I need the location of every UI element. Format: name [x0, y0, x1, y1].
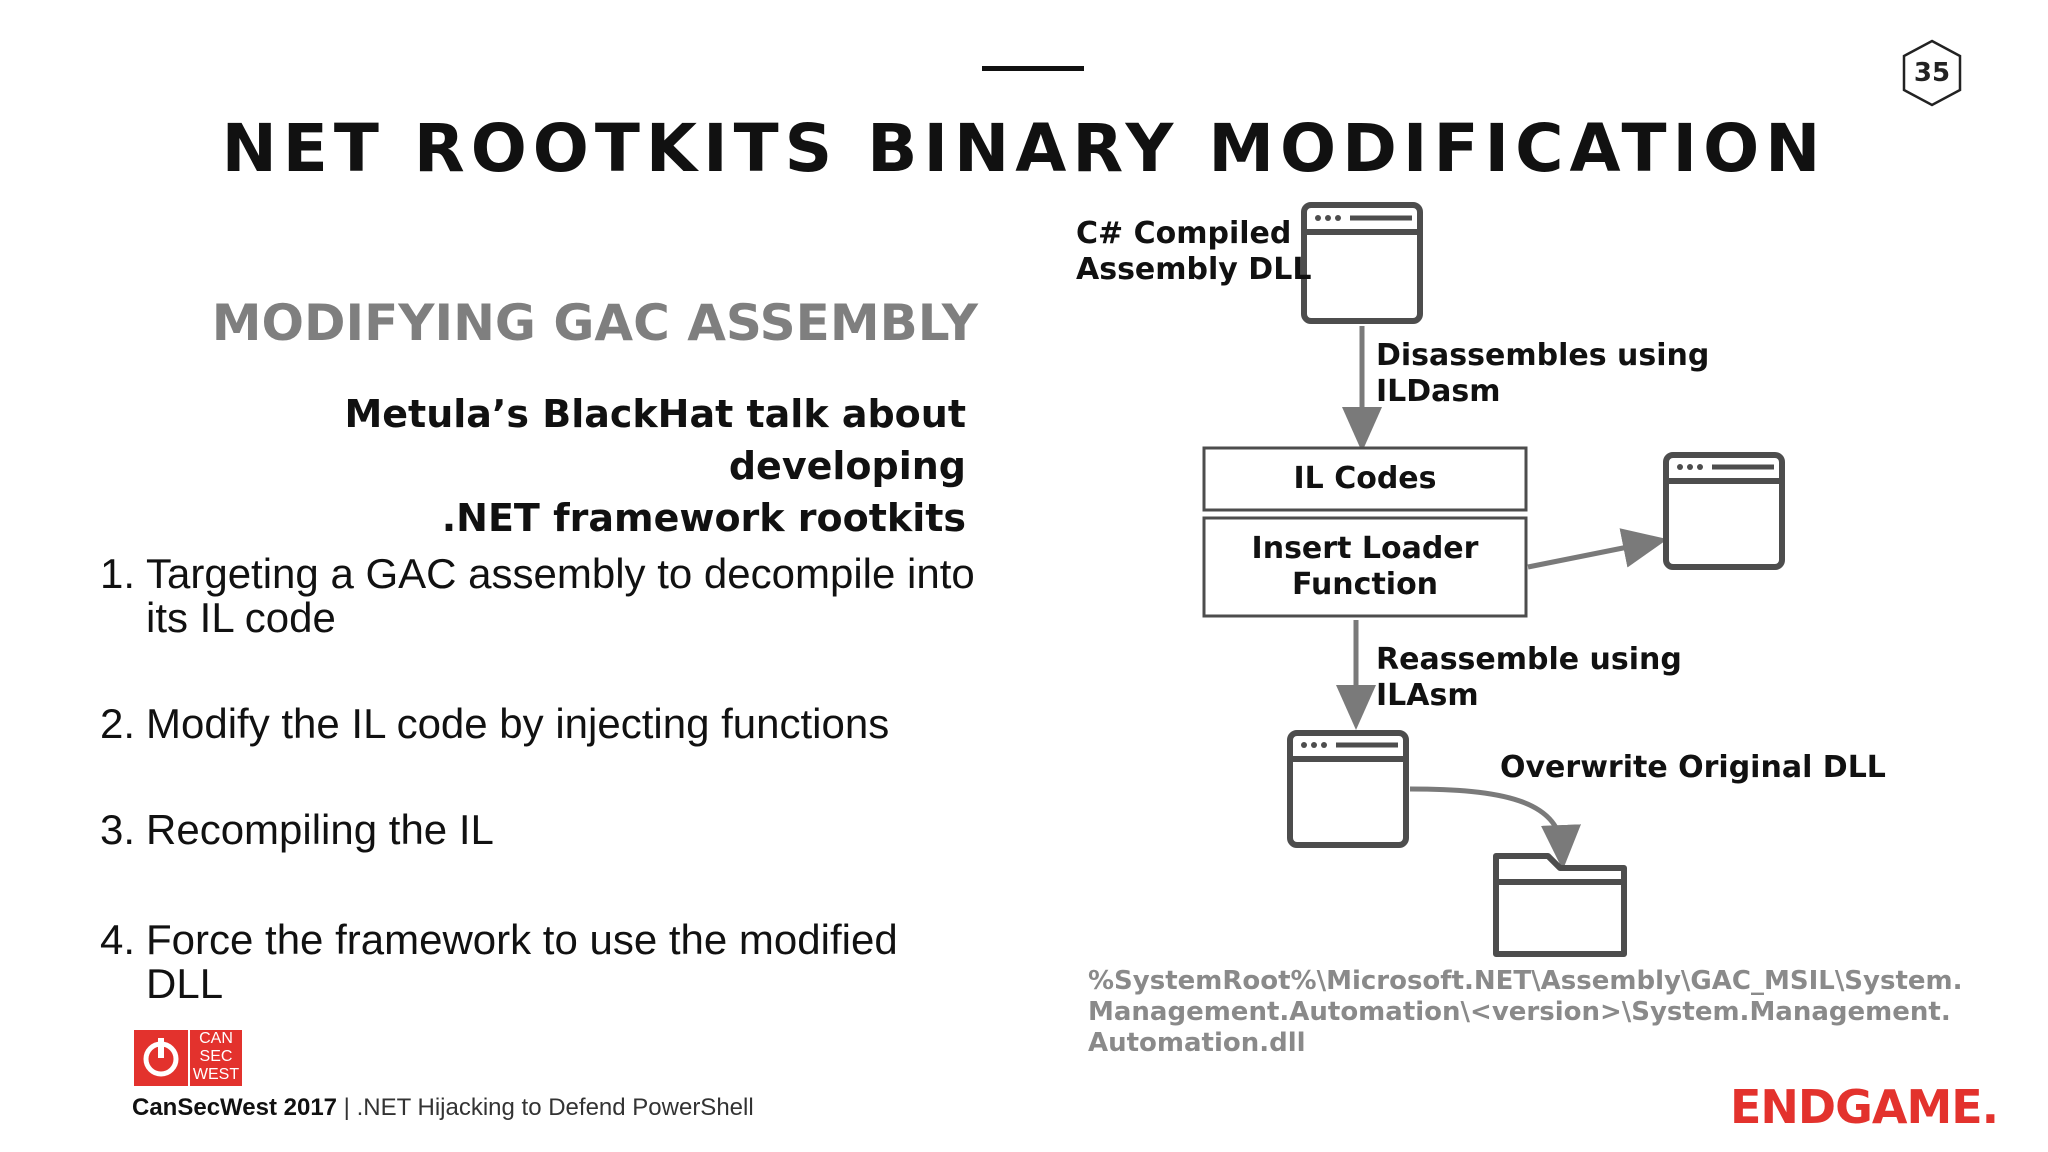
step-text: Modify the IL code by injecting function… [146, 700, 890, 747]
disassemble-label-line-1: Disassembles using [1376, 338, 1710, 373]
step-number: 1. [100, 550, 136, 597]
slide-subtitle: MODIFYING GAC ASSEMBLY [211, 294, 978, 352]
disassemble-label: Disassembles using ILDasm [1376, 338, 1709, 410]
overwrite-arrow [1409, 786, 1581, 870]
compiled-dll-label: C# Compiled Assembly DLL [1076, 216, 1311, 288]
footer-event: CanSecWest 2017 [132, 1094, 338, 1121]
step-number: 4. [100, 916, 136, 963]
insert-loader-box [1202, 516, 1528, 618]
insert-loader-label-line-1: Insert Loader [1251, 531, 1479, 566]
intro-line-2: .NET framework rootkits [441, 496, 966, 540]
il-codes-label: IL Codes [1293, 461, 1437, 496]
cansecwest-logo: CAN SEC WEST [134, 1030, 242, 1091]
loader-arrow [1527, 528, 1668, 570]
intro-line-1: Metula’s BlackHat talk about developing [344, 392, 966, 488]
compiled-dll-window-icon [1301, 202, 1423, 324]
step-text: Recompiling the IL [146, 806, 494, 853]
step-item: 4. Force the framework to use the modifi… [100, 918, 980, 1006]
intro-text: Metula’s BlackHat talk about developing … [146, 388, 966, 544]
step-text: Force the framework to use the modified … [146, 916, 898, 1007]
compiled-dll-label-line-1: C# Compiled [1076, 216, 1292, 251]
hexagon-icon [1902, 39, 1962, 107]
page-number: 35 [1913, 58, 1951, 88]
footer-text: CanSecWest 2017 | .NET Hijacking to Defe… [132, 1094, 754, 1122]
step-number: 3. [100, 806, 136, 853]
overwrite-label: Overwrite Original DLL [1500, 750, 1886, 785]
title-rule [982, 66, 1084, 71]
footer-separator: | [337, 1094, 357, 1121]
slide-title: NET ROOTKITS BINARY MODIFICATION [221, 110, 1827, 187]
reassemble-label-line-2: ILAsm [1376, 678, 1479, 713]
insert-loader-label-line-2: Function [1291, 567, 1439, 602]
step-item: 3. Recompiling the IL [100, 808, 980, 852]
loader-window-icon [1663, 452, 1785, 570]
footer-talk-title: .NET Hijacking to Defend PowerShell [356, 1094, 754, 1121]
reassembled-dll-window-icon [1287, 730, 1409, 848]
cansecwest-logo-text: CAN SEC WEST [192, 1030, 240, 1083]
disassemble-label-line-2: ILDasm [1376, 374, 1501, 409]
compiled-dll-label-line-2: Assembly DLL [1076, 252, 1312, 287]
gac-path-text: %SystemRoot%\Microsoft.NET\Assembly\GAC_… [1088, 966, 1963, 1058]
reassemble-label-line-1: Reassemble using [1376, 642, 1682, 677]
folder-icon [1493, 853, 1627, 957]
page-number-badge: 35 [1900, 38, 1964, 108]
step-number: 2. [100, 700, 136, 747]
step-text: Targeting a GAC assembly to decompile in… [146, 550, 975, 641]
step-item: 2. Modify the IL code by injecting funct… [100, 702, 980, 746]
endgame-logo: ENDGAME. [1730, 1080, 1999, 1134]
step-item: 1. Targeting a GAC assembly to decompile… [100, 552, 980, 640]
cansecwest-logo-icon [134, 1030, 242, 1086]
il-codes-box [1202, 446, 1528, 512]
reassemble-label: Reassemble using ILAsm [1376, 642, 1682, 714]
insert-loader-label: Insert Loader Function [1204, 518, 1526, 616]
